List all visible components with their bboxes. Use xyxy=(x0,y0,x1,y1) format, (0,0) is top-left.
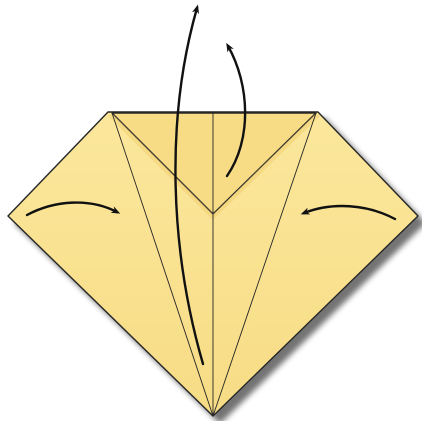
origami-fold-diagram xyxy=(0,0,422,421)
origami-diagram xyxy=(0,0,422,421)
